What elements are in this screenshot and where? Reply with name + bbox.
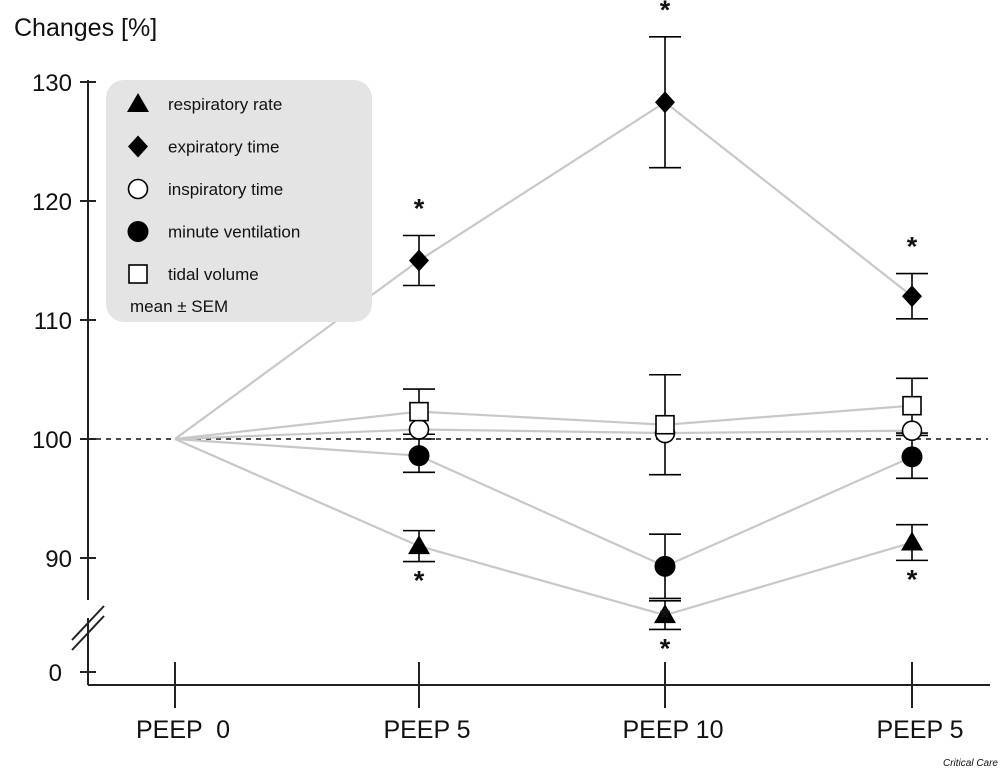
marker-minute-ventilation-1 xyxy=(408,445,430,467)
y-tick-label-110: 110 xyxy=(34,308,72,335)
y-tick-label-100: 100 xyxy=(32,427,72,454)
y-tick-label-130: 130 xyxy=(32,70,72,97)
significance-expiratory-time-1: * xyxy=(414,194,425,224)
marker-tidal-volume-3 xyxy=(902,395,922,416)
marker-expiratory-time-2 xyxy=(655,91,675,114)
marker-minute-ventilation-2 xyxy=(654,555,676,577)
x-ticks: PEEP 0 PEEP 5 PEEP 10 PEEP 5 xyxy=(136,662,964,744)
x-tick-label-3: PEEP 5 xyxy=(876,716,963,744)
marker-respiratory-rate-1 xyxy=(408,535,430,555)
marker-respiratory-rate-2 xyxy=(654,604,676,624)
series-line-expiratory-time xyxy=(174,100,913,440)
series-line-inspiratory-time xyxy=(174,428,913,441)
significance-expiratory-time-2: * xyxy=(660,0,671,25)
legend-item-inspiratory-time: inspiratory time xyxy=(127,178,283,200)
legend-marker-inspiratory-time xyxy=(127,178,149,200)
marker-tidal-volume-2 xyxy=(655,414,675,435)
marker-expiratory-time-3 xyxy=(902,285,922,308)
y-ticks: 130 120 110 100 90 xyxy=(32,70,96,573)
legend-marker-tidal-volume xyxy=(128,264,148,284)
data-markers xyxy=(408,91,923,624)
marker-respiratory-rate-3 xyxy=(901,531,923,551)
significance-minute-ventilation-2: * xyxy=(660,602,671,632)
credit-label: Critical Care xyxy=(943,758,998,769)
legend-item-respiratory-rate: respiratory rate xyxy=(127,93,282,114)
error-bars xyxy=(403,35,928,631)
y-tick-label-90: 90 xyxy=(45,546,72,573)
y-tick-label-120: 120 xyxy=(32,189,72,216)
significance-marks: ******* xyxy=(414,0,918,663)
significance-respiratory-rate-2: * xyxy=(660,633,671,663)
y-zero-label: 0 xyxy=(49,660,62,687)
series-lines xyxy=(174,100,913,617)
legend-marker-respiratory-rate xyxy=(127,93,149,112)
series-line-tidal-volume xyxy=(174,404,913,441)
significance-respiratory-rate-1: * xyxy=(414,566,425,596)
x-tick-label-0: PEEP 0 xyxy=(136,716,230,744)
series-line-minute-ventilation xyxy=(174,437,913,568)
legend-label-inspiratory-time: inspiratory time xyxy=(168,180,283,199)
significance-respiratory-rate-3: * xyxy=(907,564,918,594)
legend-label-minute-ventilation: minute ventilation xyxy=(168,223,300,242)
legend-box xyxy=(106,80,372,322)
series-line-respiratory-rate xyxy=(174,437,913,617)
legend-label-tidal-volume: tidal volume xyxy=(168,265,259,284)
y-axis-title: Changes [%] xyxy=(14,14,157,42)
marker-minute-ventilation-3 xyxy=(901,446,923,468)
legend-item-tidal-volume: tidal volume xyxy=(128,264,259,284)
y-axis-break-marks xyxy=(71,605,105,651)
marker-expiratory-time-1 xyxy=(409,249,429,272)
significance-expiratory-time-3: * xyxy=(907,232,918,262)
legend-marker-minute-ventilation xyxy=(127,221,149,242)
legend-marker-expiratory-time xyxy=(128,135,148,158)
marker-inspiratory-time-3 xyxy=(901,420,923,441)
x-tick-label-1: PEEP 5 xyxy=(383,716,470,744)
marker-inspiratory-time-1 xyxy=(408,419,430,440)
legend-item-minute-ventilation: minute ventilation xyxy=(127,221,300,242)
legend-label-respiratory-rate: respiratory rate xyxy=(168,95,282,114)
legend: respiratory rate expiratory time inspirato… xyxy=(106,80,372,322)
legend-label-expiratory-time: expiratory time xyxy=(168,138,279,157)
legend-item-expiratory-time: expiratory time xyxy=(128,135,279,158)
x-tick-label-2: PEEP 10 xyxy=(622,716,723,744)
legend-items: respiratory rate expiratory time inspirato… xyxy=(127,93,300,284)
legend-note: mean ± SEM xyxy=(130,297,228,316)
marker-tidal-volume-1 xyxy=(409,401,429,422)
